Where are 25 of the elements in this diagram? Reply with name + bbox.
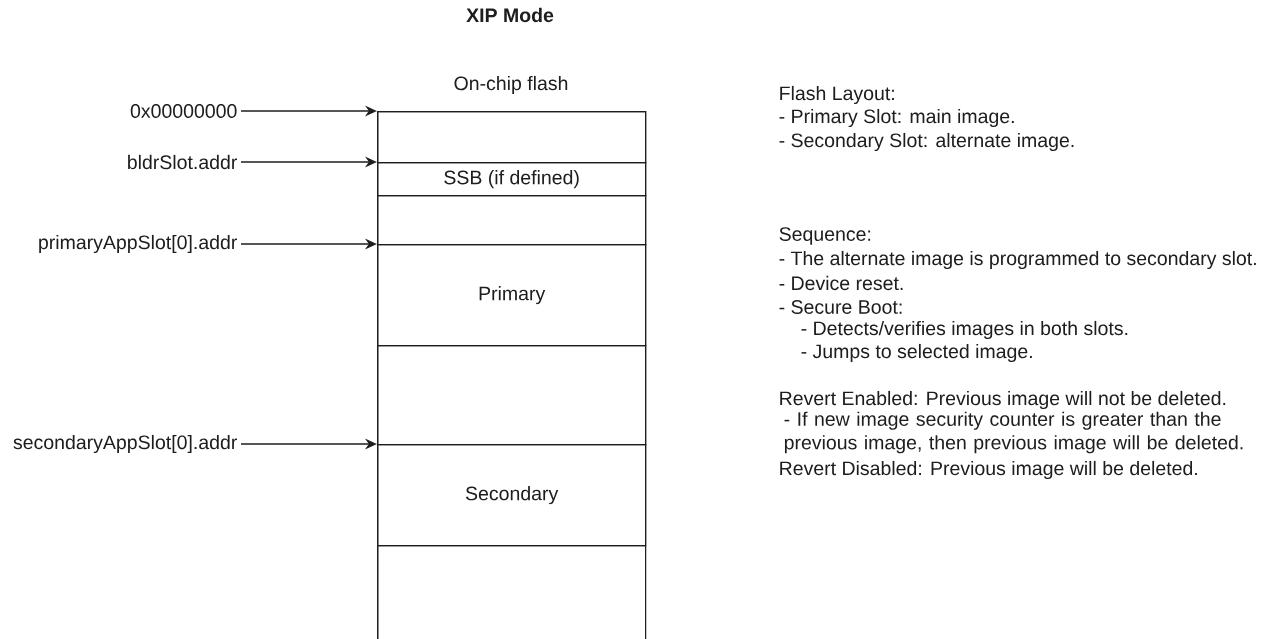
memory-segment	[377, 111, 647, 164]
note-text: - Device reset.	[779, 275, 903, 291]
note-text: Revert Enabled: Previous image will not be deleted.	[780, 390, 1226, 410]
note-text: - Detects/verifies images in both slots.	[801, 320, 1128, 340]
memory-segment	[377, 195, 647, 246]
note-text: - Primary Slot: main image.	[779, 108, 1014, 128]
note-text: - If new image security counter is greater than the previous image, then previous image will be deleted.	[784, 411, 1243, 454]
note-text: Revert Disabled: Previous image will be deleted.	[780, 460, 1197, 480]
address-label: primaryAppSlot[0].addr	[39, 234, 237, 254]
note-text: - Secure Boot:	[779, 300, 902, 314]
address-label: 0x00000000	[130, 104, 237, 118]
memory-segment: SSB (if defined)	[377, 162, 647, 197]
address-label: bldrSlot.addr	[128, 154, 237, 170]
note-text: - The alternate image is programmed to secondary slot.	[779, 250, 1256, 270]
memory-segment	[377, 345, 647, 446]
note-text: Sequence:	[779, 227, 871, 245]
memory-segment: Primary	[377, 244, 647, 347]
note-text: - Secondary Slot: alternate image.	[779, 132, 1074, 152]
title: XIP Mode	[466, 7, 554, 23]
note-text: Flash Layout:	[780, 85, 894, 105]
note-text: - Jumps to selected image.	[801, 343, 1032, 363]
address-label: secondaryAppSlot[0].addr	[13, 434, 237, 454]
memory-segment	[377, 545, 647, 639]
node-label: On-chip flash	[454, 75, 568, 95]
memory-segment: Secondary	[377, 444, 647, 547]
